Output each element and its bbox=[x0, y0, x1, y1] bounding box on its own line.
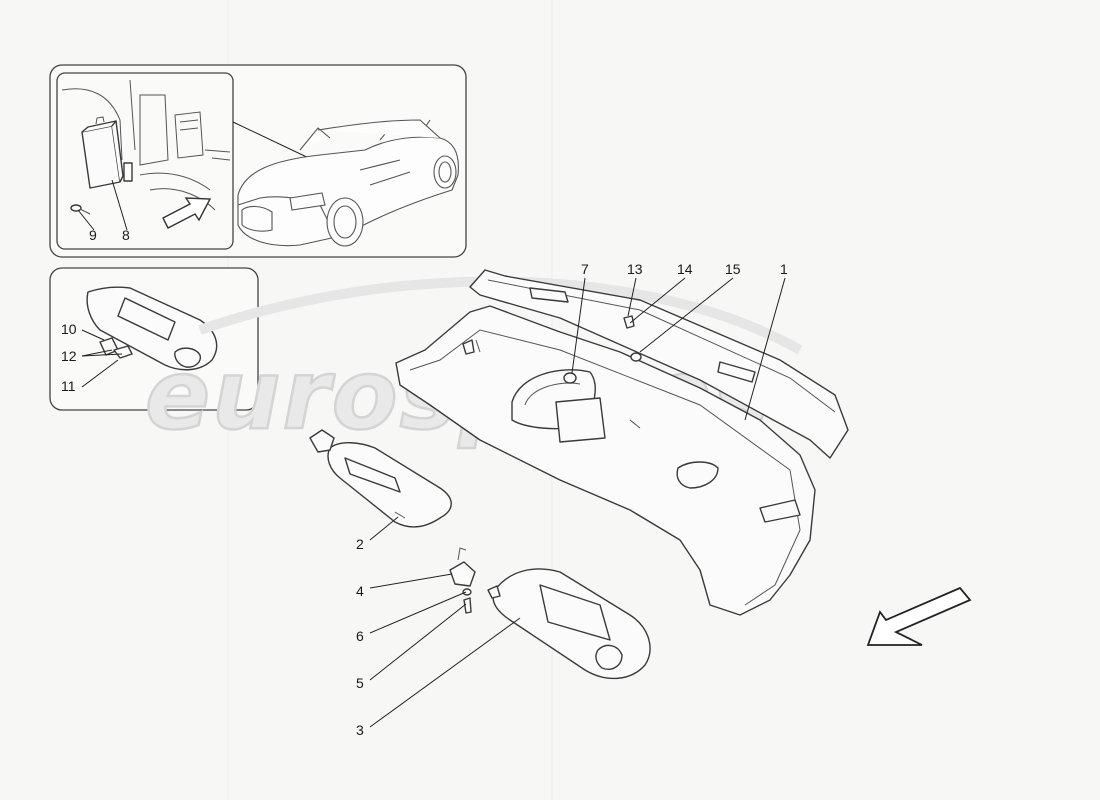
callout-13: 13 bbox=[627, 261, 643, 277]
sun-visor-left bbox=[309, 429, 452, 528]
callout-7: 7 bbox=[581, 261, 589, 277]
screw-5 bbox=[463, 597, 472, 614]
visor-clip-4 bbox=[449, 547, 476, 587]
screw-6 bbox=[462, 588, 472, 596]
callout-4: 4 bbox=[356, 583, 364, 599]
direction-arrow-icon bbox=[162, 197, 212, 229]
headliner-assembly bbox=[395, 269, 849, 616]
callout-10: 10 bbox=[61, 321, 77, 337]
callout-2: 2 bbox=[356, 536, 364, 552]
car-illustration bbox=[237, 119, 459, 247]
sun-visor-right bbox=[487, 568, 651, 680]
callout-12: 12 bbox=[61, 348, 77, 364]
callout-15: 15 bbox=[725, 261, 741, 277]
callout-9: 9 bbox=[89, 227, 97, 243]
callout-11: 11 bbox=[61, 378, 76, 394]
screw-9 bbox=[70, 204, 91, 215]
front-direction-arrow-icon bbox=[866, 586, 972, 646]
callout-labels: 1 2 3 4 5 6 7 8 9 10 11 12 13 14 15 bbox=[61, 227, 788, 738]
inset-car-module bbox=[49, 64, 467, 258]
callout-6: 6 bbox=[356, 628, 364, 644]
callout-3: 3 bbox=[356, 722, 364, 738]
callout-1: 1 bbox=[780, 261, 788, 277]
callout-5: 5 bbox=[356, 675, 364, 691]
callout-8: 8 bbox=[122, 227, 130, 243]
inset-visor-clip bbox=[49, 267, 259, 411]
callout-14: 14 bbox=[677, 261, 693, 277]
leader-lines bbox=[77, 179, 786, 728]
control-module bbox=[81, 116, 133, 189]
